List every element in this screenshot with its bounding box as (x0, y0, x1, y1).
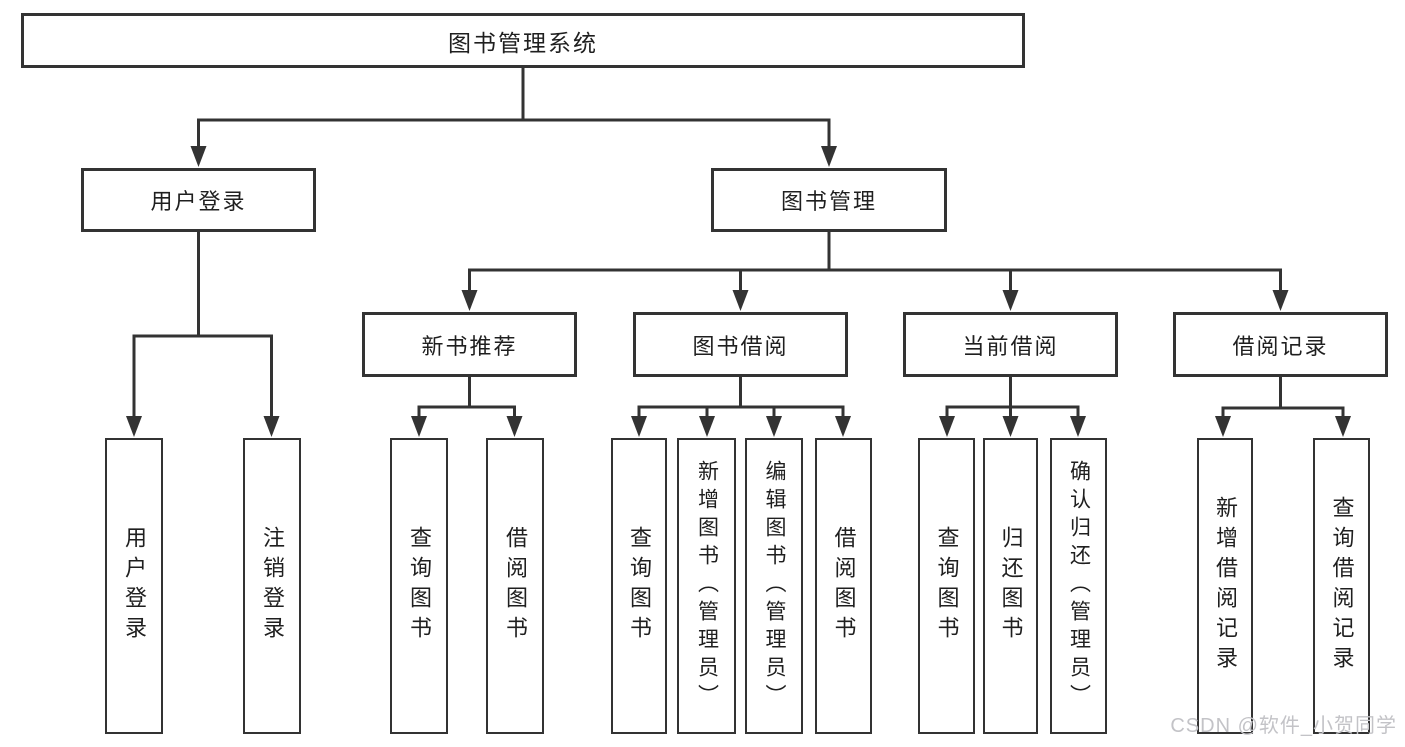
leaf-borrow-books: 借阅图书 (815, 438, 872, 734)
leaf-query-books-recommend: 查询图书 (390, 438, 448, 734)
node-book-borrow: 图书借阅 (633, 312, 848, 377)
leaf-query-books-current: 查询图书 (918, 438, 975, 734)
leaf-add-books-admin: 新增图书（管理员） (677, 438, 736, 734)
leaf-borrow-books-recommend: 借阅图书 (486, 438, 544, 734)
node-current-borrow: 当前借阅 (903, 312, 1118, 377)
node-book-management: 图书管理 (711, 168, 947, 232)
leaf-query-books-borrow: 查询图书 (611, 438, 667, 734)
leaf-query-borrow-record: 查询借阅记录 (1313, 438, 1370, 734)
leaf-confirm-return-admin: 确认归还（管理员） (1050, 438, 1107, 734)
node-library-management-system: 图书管理系统 (21, 13, 1025, 68)
leaf-logout: 注销登录 (243, 438, 301, 734)
node-borrow-records: 借阅记录 (1173, 312, 1388, 377)
leaf-edit-books-admin: 编辑图书（管理员） (745, 438, 803, 734)
node-new-book-recommend: 新书推荐 (362, 312, 577, 377)
node-user-login: 用户登录 (81, 168, 316, 232)
leaf-add-borrow-record: 新增借阅记录 (1197, 438, 1253, 734)
leaf-return-books: 归还图书 (983, 438, 1038, 734)
leaf-user-login: 用户登录 (105, 438, 163, 734)
csdn-watermark: CSDN @软件_小贺同学 (1170, 715, 1397, 737)
